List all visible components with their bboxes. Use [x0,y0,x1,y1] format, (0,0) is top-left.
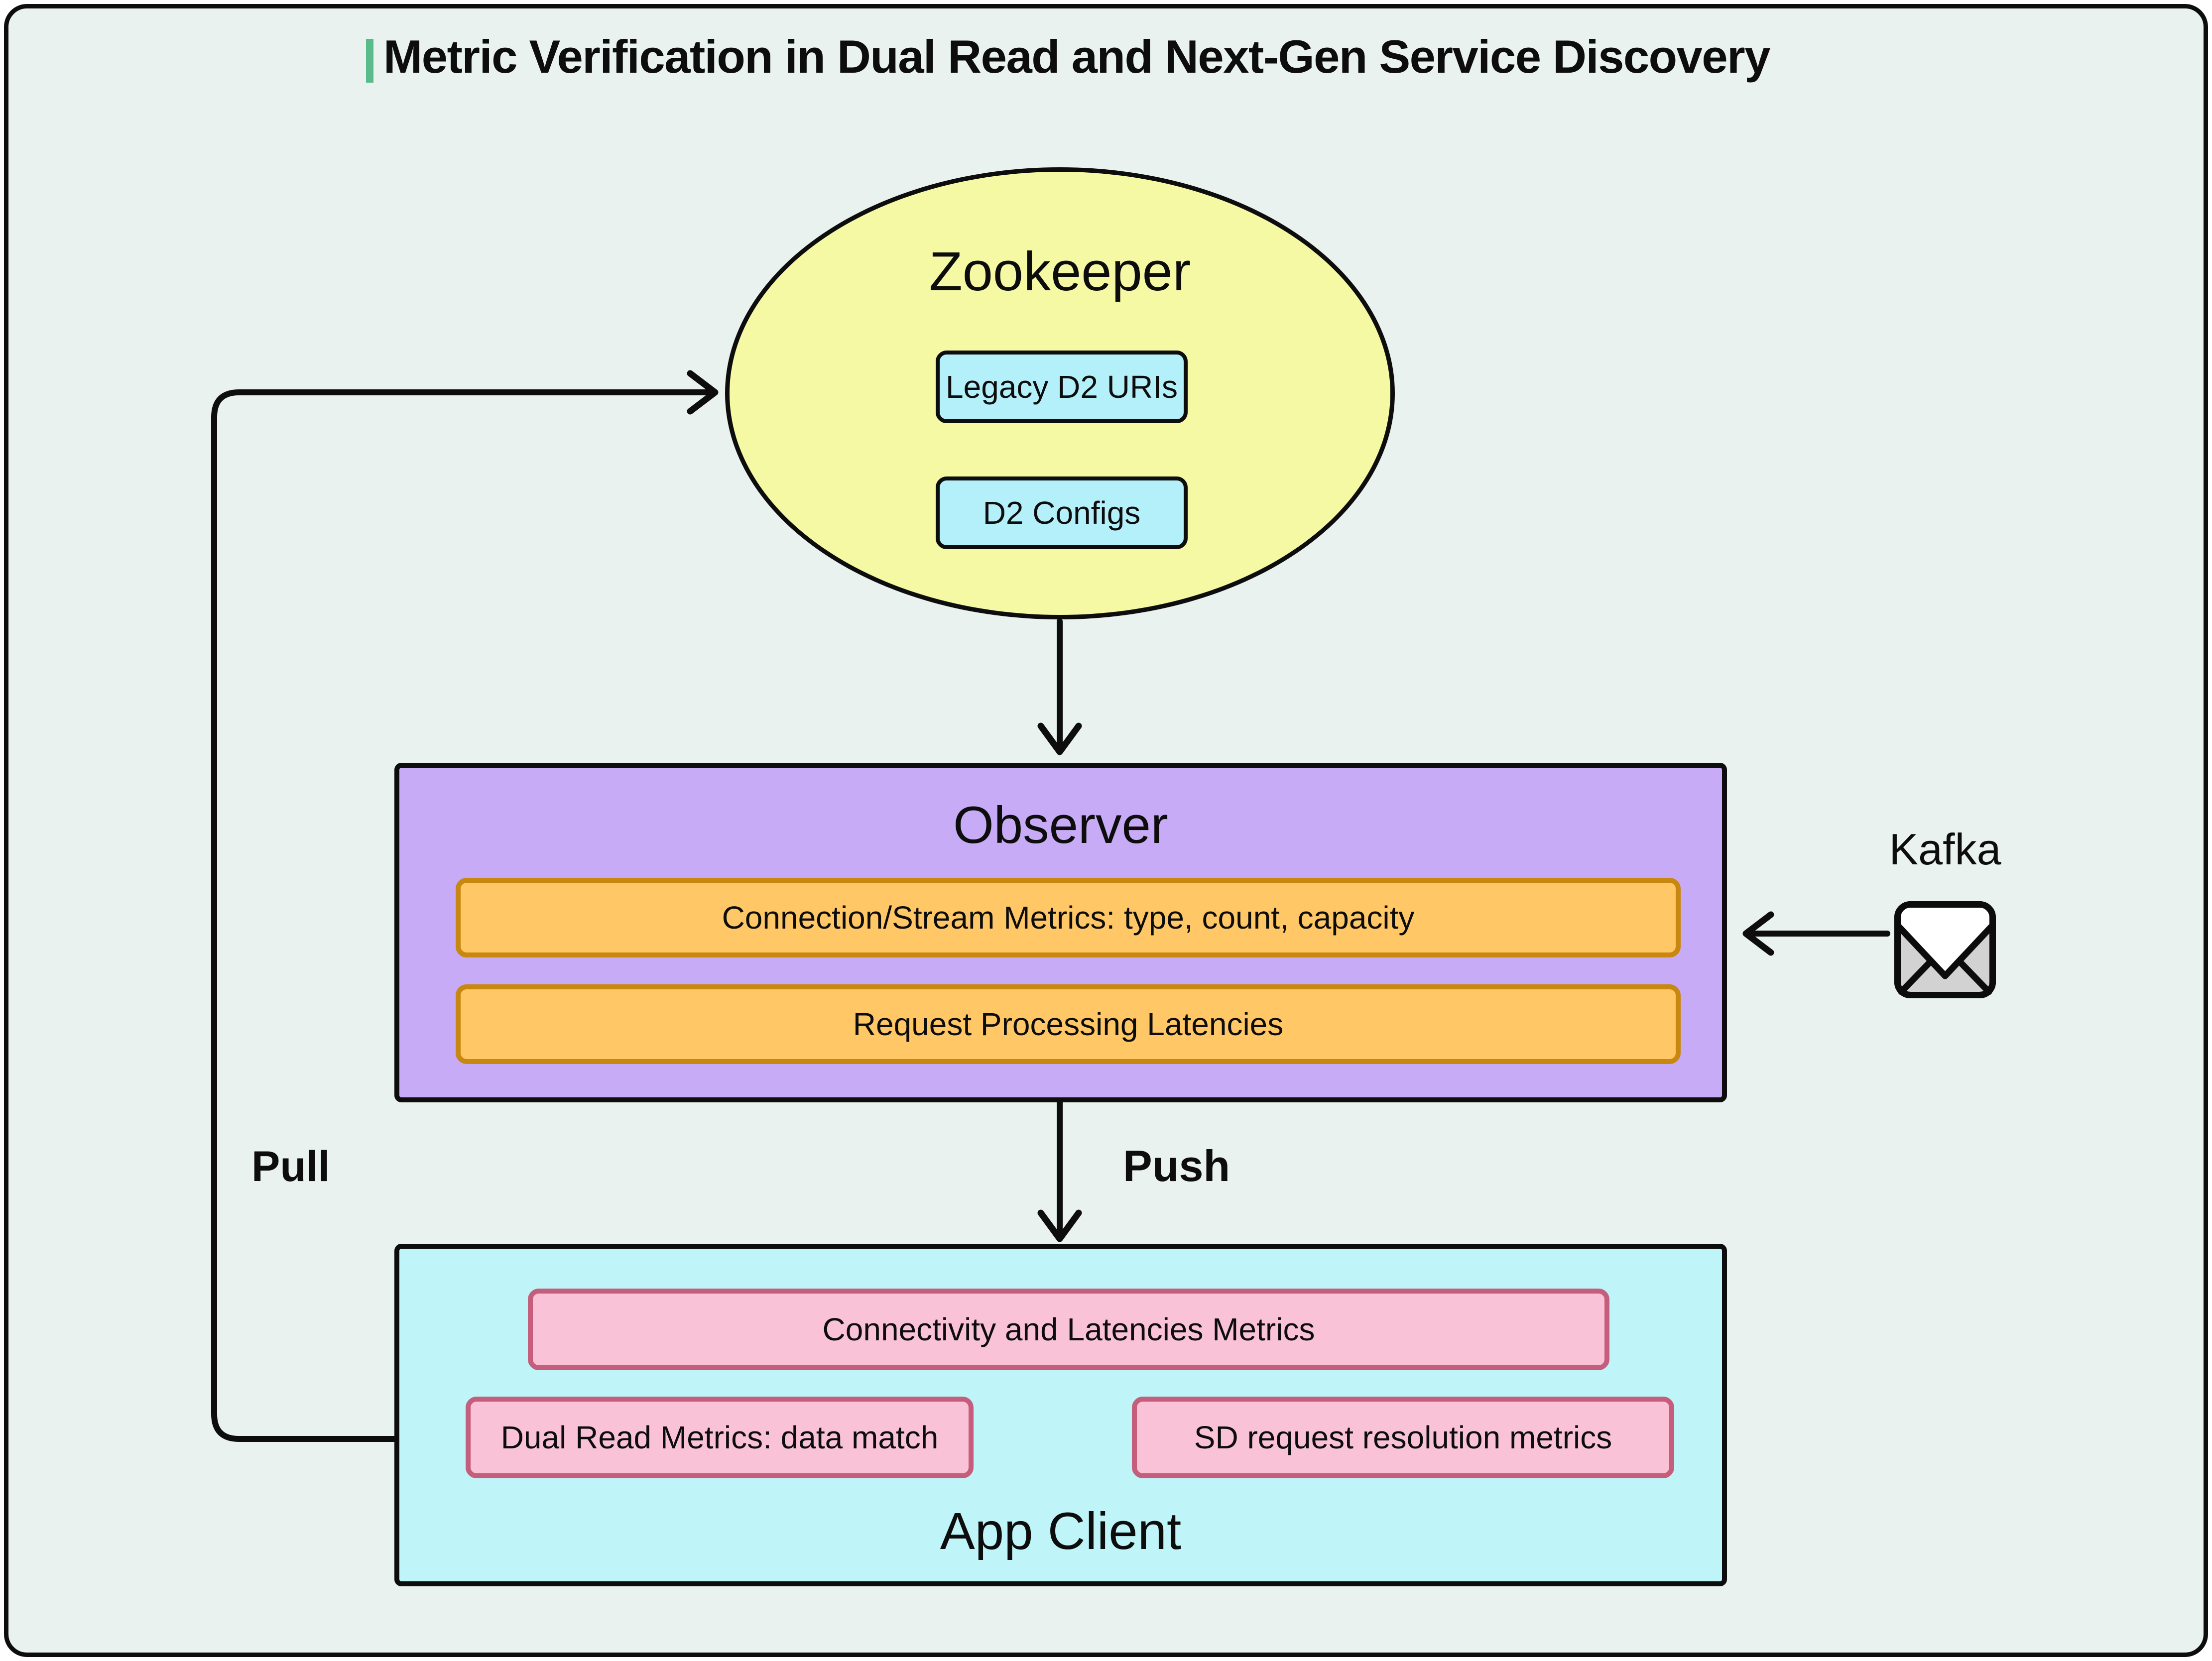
app-client-item-sd-request-resolution-metrics: SD request resolution metrics [1132,1397,1674,1478]
app-client-item-connectivity-latencies-metrics: Connectivity and Latencies Metrics [528,1289,1609,1370]
zookeeper-item-d2-configs: D2 Configs [936,476,1188,549]
edge-label-pull: Pull [251,1143,330,1190]
observer-item-connection-stream-metrics: Connection/Stream Metrics: type, count, … [456,878,1681,957]
node-zookeeper: Zookeeper Legacy D2 URIs D2 Configs [725,167,1395,619]
app-client-label: App Client [940,1502,1182,1560]
page-title: Metric Verification in Dual Read and Nex… [383,30,1770,83]
kafka-label: Kafka [1889,825,2001,874]
app-client-item-dual-read-metrics: Dual Read Metrics: data match [466,1397,974,1478]
node-app-client: Connectivity and Latencies Metrics Dual … [394,1244,1727,1586]
observer-item-request-processing-latencies: Request Processing Latencies [456,984,1681,1064]
zookeeper-label: Zookeeper [929,241,1191,302]
observer-label: Observer [953,796,1168,854]
title-accent-bar [366,39,373,83]
node-observer: Observer Connection/Stream Metrics: type… [394,763,1727,1102]
zookeeper-item-legacy-d2-uris: Legacy D2 URIs [936,351,1188,423]
edge-label-push: Push [1123,1141,1230,1190]
